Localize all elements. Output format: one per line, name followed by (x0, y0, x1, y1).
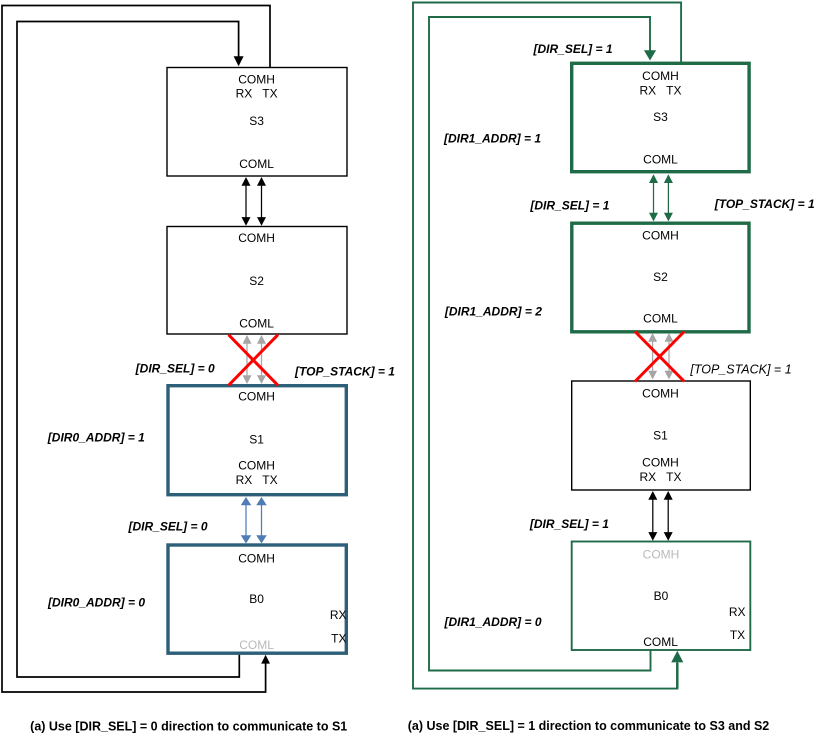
svg-text:S3: S3 (653, 110, 668, 124)
svg-text:RX TX: RX TX (236, 87, 278, 101)
svg-text:COMH: COMH (238, 390, 275, 404)
svg-text:COML: COML (239, 638, 274, 652)
svg-text:COMH: COMH (238, 459, 275, 473)
svg-text:S1: S1 (653, 428, 668, 442)
svg-text:RX TX: RX TX (639, 470, 681, 484)
svg-text:COML: COML (643, 635, 678, 649)
svg-text:[DIR1_ADDR] = 1: [DIR1_ADDR] = 1 (443, 131, 541, 145)
svg-text:COMH: COMH (238, 73, 275, 87)
svg-text:COMH: COMH (238, 231, 275, 245)
svg-text:[TOP_STACK] = 1: [TOP_STACK] = 1 (689, 363, 791, 377)
svg-text:COMH: COMH (642, 69, 679, 83)
svg-text:S2: S2 (653, 270, 668, 284)
svg-text:RX TX: RX TX (639, 84, 681, 98)
svg-text:(a) Use [DIR_SEL] = 0 directio: (a) Use [DIR_SEL] = 0 direction to commu… (30, 720, 347, 734)
svg-text:TX: TX (730, 628, 745, 642)
svg-text:COMH: COMH (642, 386, 679, 400)
svg-text:[TOP_STACK] = 1: [TOP_STACK] = 1 (294, 365, 395, 379)
svg-text:[DIR1_ADDR] = 0: [DIR1_ADDR] = 0 (443, 615, 541, 629)
svg-text:COML: COML (643, 312, 678, 326)
svg-text:COMH: COMH (643, 548, 680, 562)
svg-text:[DIR1_ADDR] = 2: [DIR1_ADDR] = 2 (444, 305, 542, 319)
svg-text:TX: TX (331, 631, 346, 645)
svg-text:RX: RX (330, 608, 347, 622)
svg-text:S3: S3 (249, 114, 264, 128)
svg-text:[DIR0_ADDR] = 1: [DIR0_ADDR] = 1 (47, 430, 145, 444)
svg-text:(a) Use [DIR_SEL] = 1 directio: (a) Use [DIR_SEL] = 1 direction to commu… (408, 719, 770, 733)
svg-text:B0: B0 (654, 589, 669, 603)
svg-text:B0: B0 (249, 592, 264, 606)
svg-text:COML: COML (643, 153, 678, 167)
svg-text:RX TX: RX TX (236, 473, 278, 487)
svg-text:[TOP_STACK] = 1: [TOP_STACK] = 1 (714, 197, 815, 211)
svg-text:COML: COML (239, 157, 274, 171)
svg-text:[DIR_SEL] = 1: [DIR_SEL] = 1 (532, 42, 612, 56)
svg-text:COMH: COMH (642, 455, 679, 469)
svg-text:S1: S1 (249, 432, 264, 446)
svg-text:RX: RX (729, 605, 746, 619)
svg-text:[DIR_SEL] = 1: [DIR_SEL] = 1 (529, 198, 609, 212)
svg-text:S2: S2 (249, 274, 264, 288)
svg-text:[DIR_SEL] = 0: [DIR_SEL] = 0 (135, 361, 215, 375)
svg-text:[DIR_SEL] = 1: [DIR_SEL] = 1 (529, 517, 609, 531)
svg-text:[DIR0_ADDR] = 0: [DIR0_ADDR] = 0 (47, 595, 145, 609)
svg-text:COMH: COMH (642, 229, 679, 243)
svg-text:[DIR_SEL] = 0: [DIR_SEL] = 0 (127, 519, 207, 533)
svg-text:COMH: COMH (238, 551, 275, 565)
svg-text:COML: COML (239, 316, 274, 330)
